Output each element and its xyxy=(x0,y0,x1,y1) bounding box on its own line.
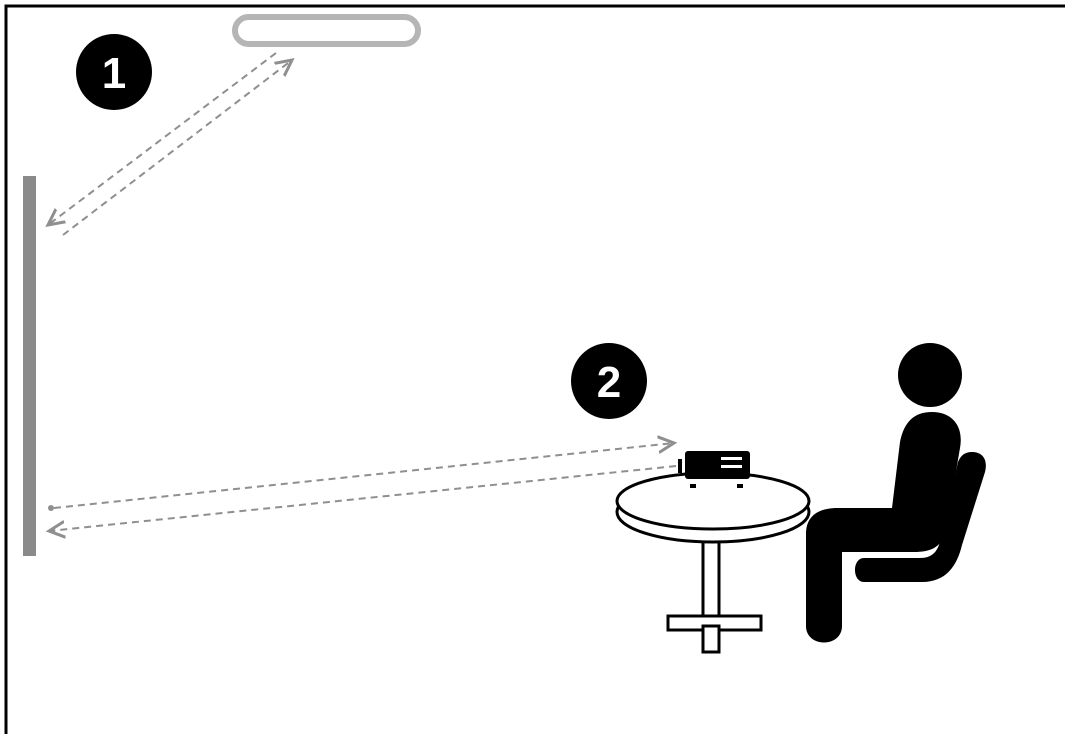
step-badge-1-label: 1 xyxy=(102,49,126,98)
ceiling-light-icon xyxy=(232,14,421,47)
step-badge-2-label: 2 xyxy=(597,358,621,407)
step-badge-1: 1 xyxy=(76,34,152,110)
room-frame xyxy=(4,4,1065,734)
round-table-icon xyxy=(615,471,811,654)
table-arrow-left xyxy=(49,465,677,531)
ceiling-arrow-up xyxy=(62,60,292,236)
arrow-origin-dot xyxy=(48,505,54,511)
seated-person-icon xyxy=(806,343,962,643)
table-arrow-right xyxy=(53,443,674,509)
projection-screen-icon xyxy=(23,176,36,556)
projector-icon xyxy=(678,451,750,488)
step-badge-2: 2 xyxy=(571,343,647,419)
